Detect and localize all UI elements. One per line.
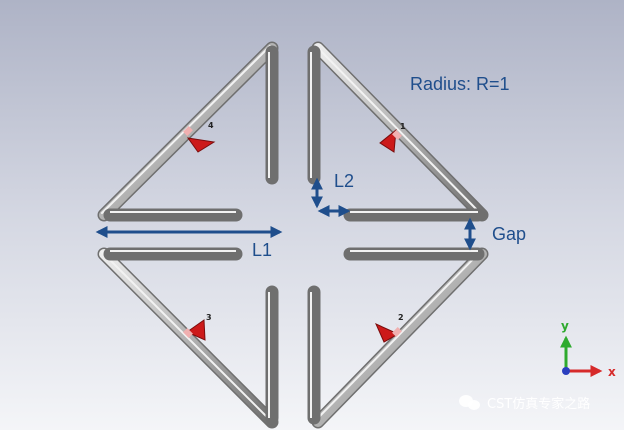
tube-element xyxy=(343,208,485,222)
port-number: 1 xyxy=(400,122,406,131)
z-axis-icon xyxy=(562,367,570,375)
tube-element xyxy=(311,41,489,222)
y-axis-label: y xyxy=(561,319,569,333)
antenna-quadrant-top-right xyxy=(307,41,489,222)
l2-label: L2 xyxy=(334,171,354,191)
port-3: 3 xyxy=(183,313,212,341)
port-2: 2 xyxy=(375,313,404,343)
tube-element xyxy=(311,247,489,429)
gap-label: Gap xyxy=(492,224,526,244)
watermark: CST仿真专家之路 xyxy=(459,395,590,412)
tube-element xyxy=(97,247,279,429)
tube-element xyxy=(103,208,243,222)
x-axis-label: x xyxy=(608,365,616,379)
port-number: 2 xyxy=(398,313,404,322)
antenna-quadrant-bottom-right xyxy=(307,247,489,429)
tube-element xyxy=(307,285,321,425)
antenna-quadrant-top-left xyxy=(97,41,279,222)
watermark-text: CST仿真专家之路 xyxy=(487,396,590,412)
tube-element xyxy=(103,247,243,261)
wechat-icon xyxy=(459,395,480,410)
tube-element xyxy=(265,285,279,425)
tube-element xyxy=(265,45,279,185)
port-number: 4 xyxy=(208,121,214,130)
l1-label: L1 xyxy=(252,240,272,260)
port-4: 4 xyxy=(183,121,216,153)
port-1: 1 xyxy=(379,122,406,153)
tube-element xyxy=(307,45,321,185)
tube-element xyxy=(343,247,485,261)
port-number: 3 xyxy=(206,313,212,322)
coordinate-axes-icon: y x xyxy=(560,319,616,379)
antenna-quadrant-bottom-left xyxy=(97,247,279,429)
radius-label: Radius: R=1 xyxy=(410,74,510,94)
